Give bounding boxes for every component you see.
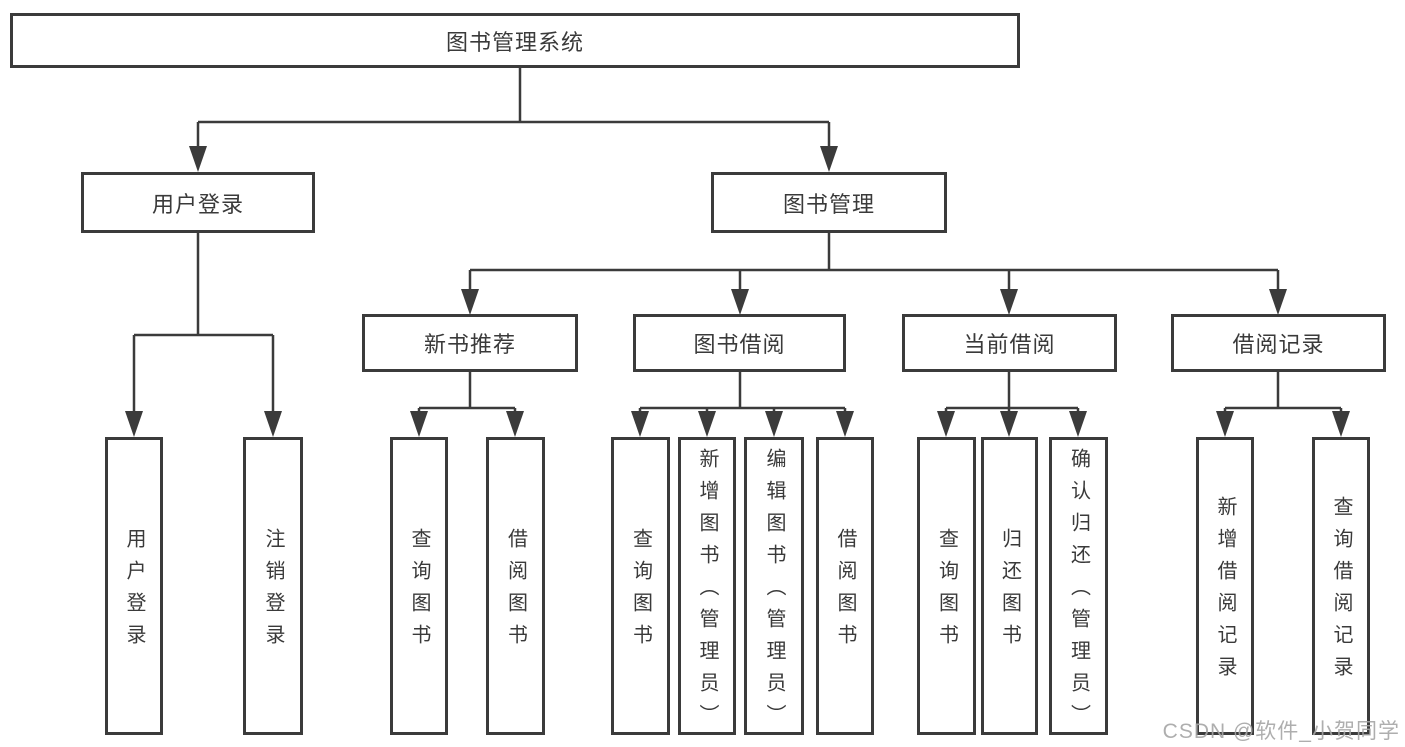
- leaf-query-books-borrowing: 查询图书: [611, 437, 670, 735]
- leaf-logout-label: 注销登录: [262, 528, 284, 656]
- leaf-add-borrow-record: 新增借阅记录: [1196, 437, 1254, 735]
- node-book-borrowing: 图书借阅: [633, 314, 846, 372]
- node-borrowing-records-label: 借阅记录: [1232, 332, 1325, 357]
- node-user-login-label: 用户登录: [151, 191, 244, 217]
- leaf-query-borrow-record: 查询借阅记录: [1312, 437, 1370, 735]
- arrowheads: [125, 146, 1350, 437]
- leaf-query-books-recommend: 查询图书: [390, 437, 448, 735]
- leaf-borrow-books-borrowing-label: 借阅图书: [834, 528, 856, 656]
- leaf-confirm-return-admin-label: 确认归还（管理员）: [1067, 448, 1090, 736]
- leaf-query-books-recommend-label: 查询图书: [408, 528, 430, 656]
- leaf-borrow-books-recommend: 借阅图书: [486, 437, 545, 735]
- node-current-borrowing: 当前借阅: [902, 314, 1117, 372]
- leaf-borrow-books-recommend-label: 借阅图书: [504, 528, 527, 656]
- leaf-user-login-label: 用户登录: [123, 528, 145, 656]
- leaf-user-login: 用户登录: [105, 437, 163, 735]
- node-book-management-label: 图书管理: [782, 191, 875, 217]
- leaf-add-books-admin: 新增图书（管理员）: [678, 437, 736, 736]
- node-library-management-system: 图书管理系统: [10, 13, 1020, 68]
- leaf-edit-books-admin: 编辑图书（管理员）: [744, 437, 804, 736]
- watermark: CSDN @软件_小贺同学: [1162, 720, 1400, 743]
- leaf-query-borrow-record-label: 查询借阅记录: [1330, 496, 1352, 688]
- node-library-management-system-label: 图书管理系统: [445, 29, 584, 55]
- leaf-logout: 注销登录: [243, 437, 303, 735]
- leaf-query-books-current: 查询图书: [917, 437, 976, 735]
- node-borrowing-records: 借阅记录: [1171, 314, 1386, 372]
- leaf-return-books: 归还图书: [981, 437, 1038, 735]
- leaf-return-books-label: 归还图书: [998, 528, 1021, 656]
- leaf-add-borrow-record-label: 新增借阅记录: [1214, 496, 1236, 688]
- node-book-management: 图书管理: [711, 172, 947, 233]
- node-book-borrowing-label: 图书借阅: [693, 332, 786, 357]
- leaf-borrow-books-borrowing: 借阅图书: [816, 437, 874, 735]
- node-current-borrowing-label: 当前借阅: [963, 332, 1056, 357]
- leaf-add-books-admin-label: 新增图书（管理员）: [696, 448, 718, 736]
- leaf-edit-books-admin-label: 编辑图书（管理员）: [763, 448, 785, 736]
- leaf-query-books-borrowing-label: 查询图书: [629, 528, 652, 656]
- leaf-query-books-current-label: 查询图书: [935, 528, 958, 656]
- node-new-book-recommendation-label: 新书推荐: [423, 332, 516, 357]
- node-user-login: 用户登录: [81, 172, 315, 233]
- leaf-confirm-return-admin: 确认归还（管理员）: [1049, 437, 1108, 736]
- node-new-book-recommendation: 新书推荐: [362, 314, 578, 372]
